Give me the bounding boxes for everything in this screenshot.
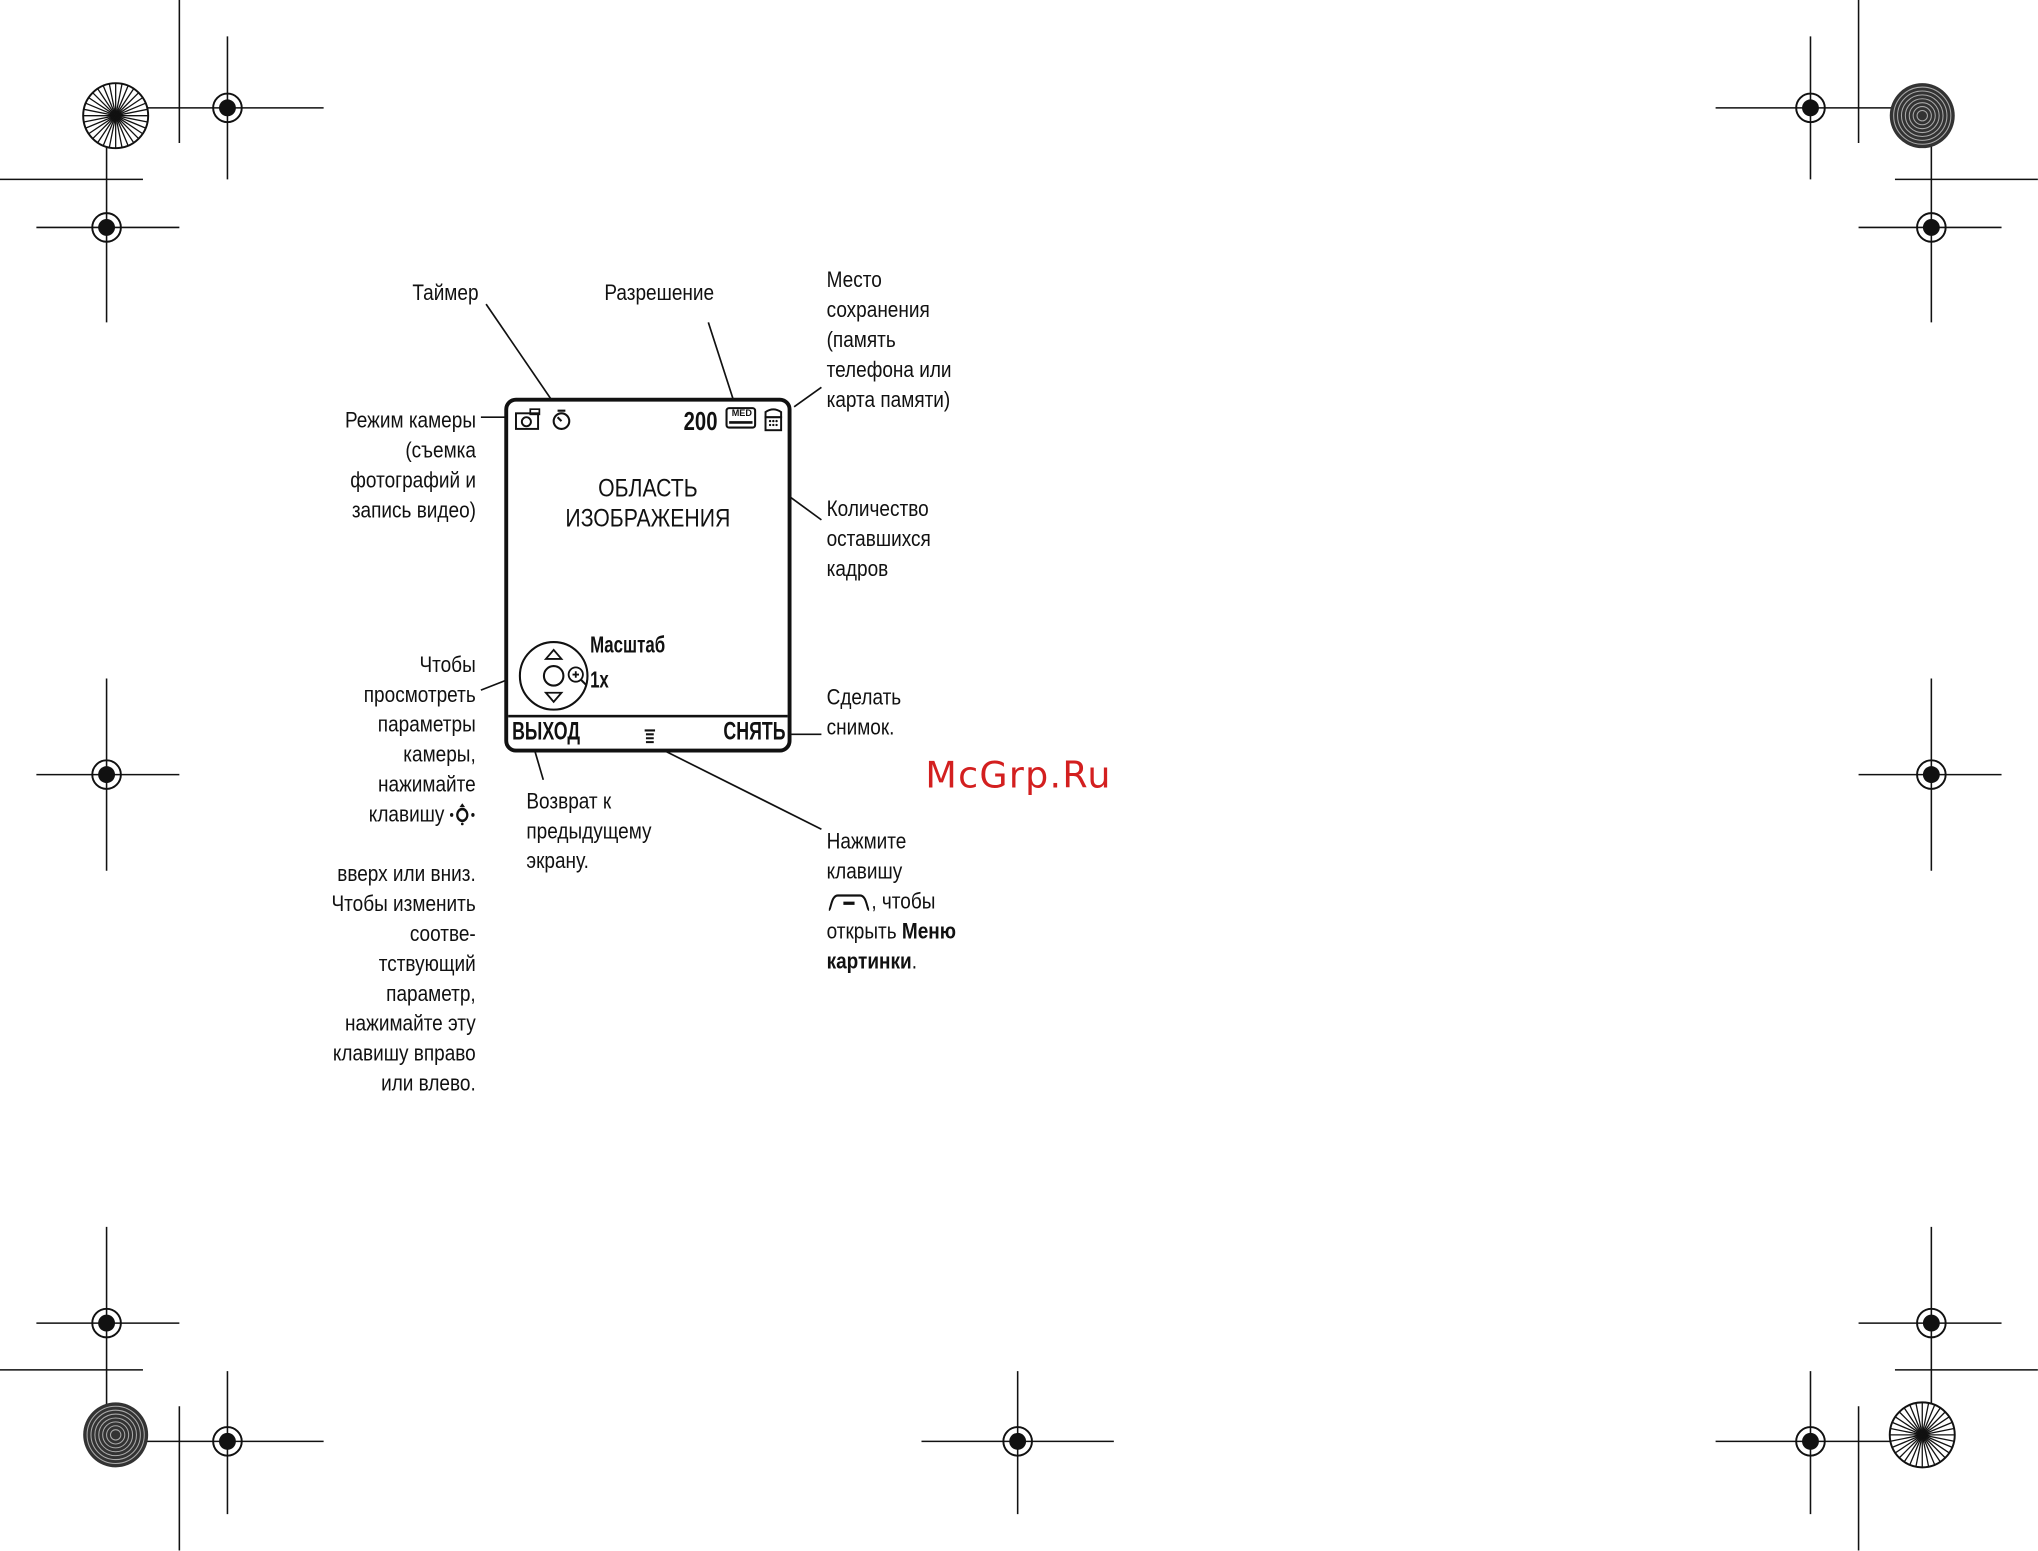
menu-callout-bold-1: Меню [901,918,957,944]
nav-callout-text-2: вверх или вниз. Чтобы изменить соотве- т… [331,861,476,1096]
menu-callout-line2: клавишу [826,859,903,884]
take-photo-callout: Сделать снимок. [826,684,902,740]
menu-key-icon [827,889,872,911]
resolution-badge: MED [731,409,752,419]
resolution-callout: Разрешение [604,280,715,306]
storage-callout: Место сохранения (память телефона или ка… [826,267,952,413]
resolution-icon: MED [725,407,757,430]
menu-callout-line3: , чтобы [871,888,936,914]
nav-key-inline-icon [449,802,476,826]
image-area-line1: ОБЛАСТЬ [598,475,698,503]
frames-left-count: 200 [683,408,718,437]
camera-icon [515,408,544,431]
nav-callout-text-1: Чтобы просмотреть параметры камеры, нажи… [363,652,476,827]
softkey-exit[interactable]: ВЫХОД [512,718,580,747]
image-area-line2: ИЗОБРАЖЕНИЯ [565,505,731,533]
softkey-capture[interactable]: СНЯТЬ [722,718,786,747]
menu-callout-line5: . [911,948,918,974]
timer-icon [551,408,572,431]
timer-callout: Таймер [412,280,479,306]
menu-icon[interactable] [643,728,656,746]
phone-screen: 200 MED ОБЛАСТЬ ИЗОБРАЖЕНИЯ Масштаб 1x В… [504,397,792,753]
nav-key-icon [517,639,590,712]
back-callout: Возврат к предыдущему экрану. [526,788,652,874]
nav-key-callout: Чтобы просмотреть параметры камеры, нажи… [331,620,475,1128]
menu-callout-bold-2: картинки [826,948,912,974]
menu-callout: Нажмите клавишу , чтобы открыть Меню кар… [827,827,956,976]
phone-memory-icon [762,407,785,433]
menu-callout-line1: Нажмите [826,829,907,854]
menu-callout-line4: открыть [826,918,902,944]
zoom-label: Масштаб [590,631,666,658]
camera-mode-callout: Режим камеры (съемка фотографий и запись… [344,408,476,523]
frames-remaining-callout: Количество оставшихся кадров [826,496,931,581]
zoom-value: 1x [590,666,609,693]
softkey-divider [508,714,788,718]
watermark: McGrp.Ru [925,753,1112,797]
